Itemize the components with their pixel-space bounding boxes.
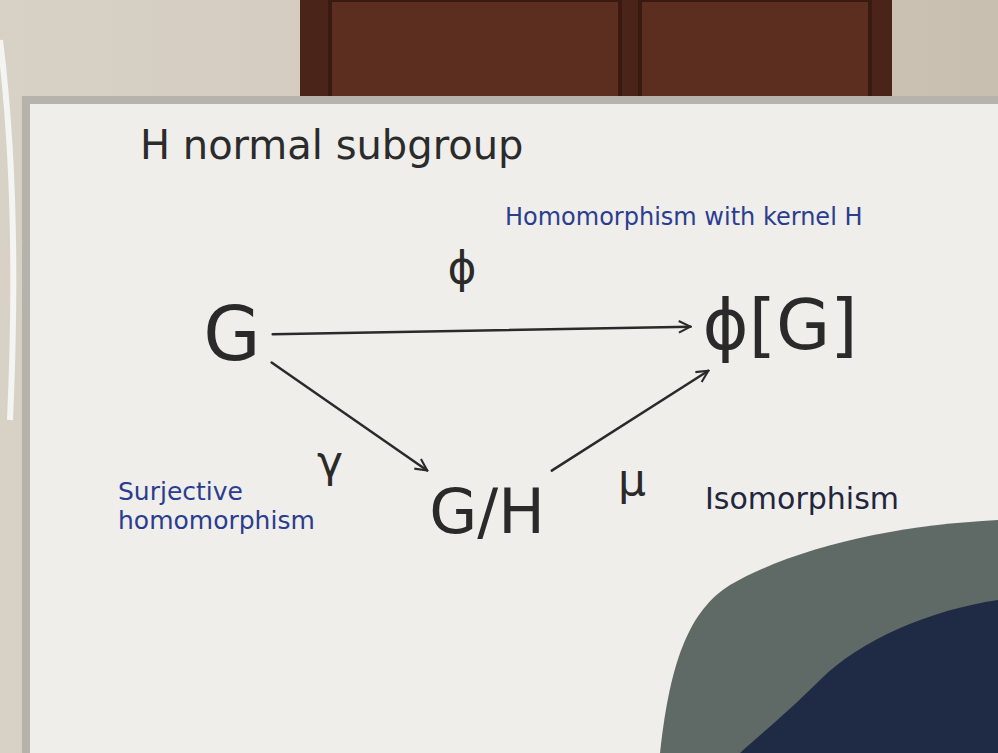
- node-text: G: [203, 294, 260, 375]
- annotation: Homomorphism with kernel H: [505, 204, 862, 232]
- jacket: [740, 600, 998, 753]
- board-surface: [30, 104, 998, 753]
- annotation: Surjective homomorphism: [118, 478, 328, 536]
- math-object: ϕ[G]: [696, 283, 863, 368]
- cable: [0, 40, 13, 420]
- door-panel: [640, 0, 870, 100]
- math-object: G/H: [423, 474, 551, 550]
- math-object: G: [197, 290, 266, 379]
- node-text: ϕ[G]: [702, 287, 857, 364]
- arrow-connector: [273, 327, 691, 335]
- arrow-connector: [272, 362, 428, 470]
- annotation: Isomorphism: [705, 482, 899, 517]
- map-name: μ: [618, 455, 646, 506]
- knit-hat: [660, 520, 998, 753]
- board-title: H normal subgroup: [140, 122, 523, 168]
- map-name: γ: [317, 437, 343, 488]
- door-panel: [330, 0, 620, 100]
- board-frame: [22, 96, 998, 753]
- map-name: ϕ: [447, 243, 476, 294]
- node-text: G/H: [429, 478, 545, 546]
